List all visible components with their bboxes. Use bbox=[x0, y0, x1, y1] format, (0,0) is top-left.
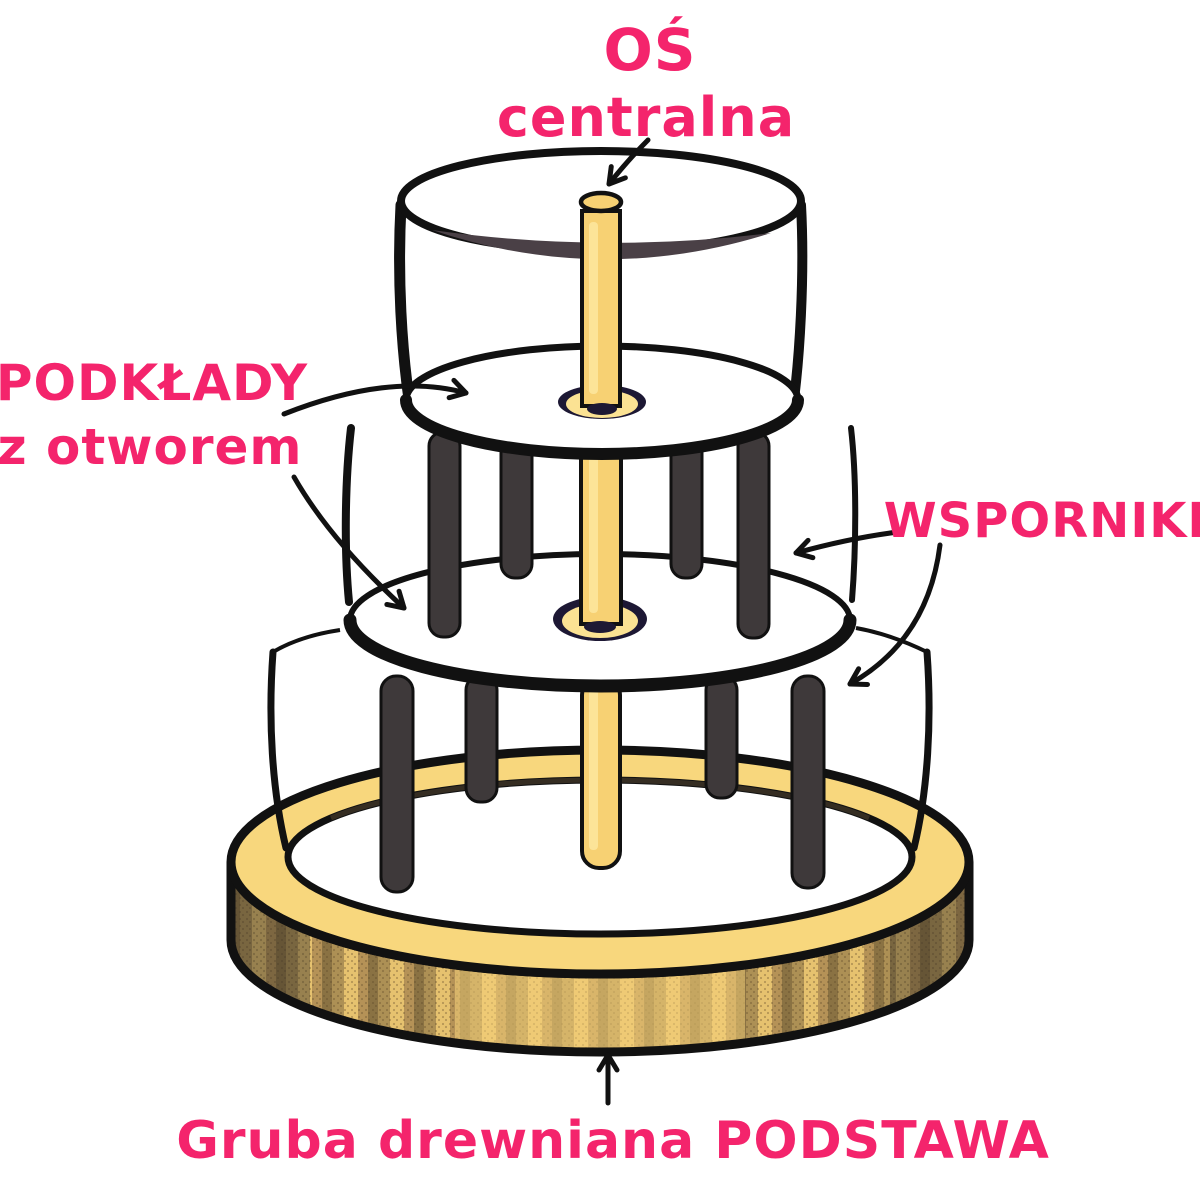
support-dowel bbox=[379, 674, 415, 894]
support-dowel bbox=[427, 430, 462, 639]
bottom-tier-back-arc-right bbox=[855, 626, 928, 654]
middle-board-front-edge bbox=[343, 613, 857, 693]
top-board-front-edge bbox=[400, 394, 804, 460]
middle-tier bbox=[341, 424, 859, 640]
support-dowel bbox=[704, 674, 739, 800]
label-central-axis-line2: centralna bbox=[497, 86, 795, 149]
central-dowel-bottom-segment bbox=[580, 676, 622, 870]
central-dowel-highlight bbox=[589, 688, 598, 850]
central-dowel-highlight bbox=[589, 455, 598, 613]
label-base: Gruba drewniana PODSTAWA bbox=[176, 1111, 1050, 1171]
arrow-supports-bottom bbox=[847, 542, 943, 687]
middle-tier-side-left bbox=[341, 424, 355, 606]
bottom-tier-side-right bbox=[910, 648, 933, 852]
annotation-arrows bbox=[281, 137, 943, 1106]
dowel-top-cap bbox=[578, 190, 624, 214]
central-dowel-middle-segment bbox=[579, 444, 623, 626]
top-tier-side-left bbox=[394, 199, 415, 405]
top-tier-side-right bbox=[789, 200, 808, 404]
arrow-supports-middle bbox=[793, 529, 901, 561]
arrow-boards-middle bbox=[291, 474, 407, 611]
support-dowel bbox=[736, 430, 771, 640]
bottom-tier bbox=[267, 626, 933, 894]
central-dowel-top-segment bbox=[578, 190, 624, 415]
collar-shadow-ring bbox=[584, 621, 616, 633]
support-dowel bbox=[464, 674, 499, 804]
label-central-axis-line1: OŚ bbox=[603, 15, 696, 84]
label-supports: WSPORNIKI bbox=[884, 493, 1200, 549]
support-dowel bbox=[790, 674, 826, 890]
bottom-tier-side-left bbox=[267, 648, 290, 852]
label-boards-line2: z otworem bbox=[0, 418, 302, 476]
middle-tier-side-right bbox=[848, 425, 859, 603]
bottom-tier-back-arc-left bbox=[271, 628, 341, 654]
arrow-central-axis bbox=[606, 137, 651, 187]
label-boards-line1: PODKŁADY bbox=[0, 354, 308, 412]
arrow-boards-top bbox=[281, 377, 469, 417]
collar-shadow-ring bbox=[587, 403, 617, 415]
central-dowel-highlight bbox=[589, 222, 598, 394]
